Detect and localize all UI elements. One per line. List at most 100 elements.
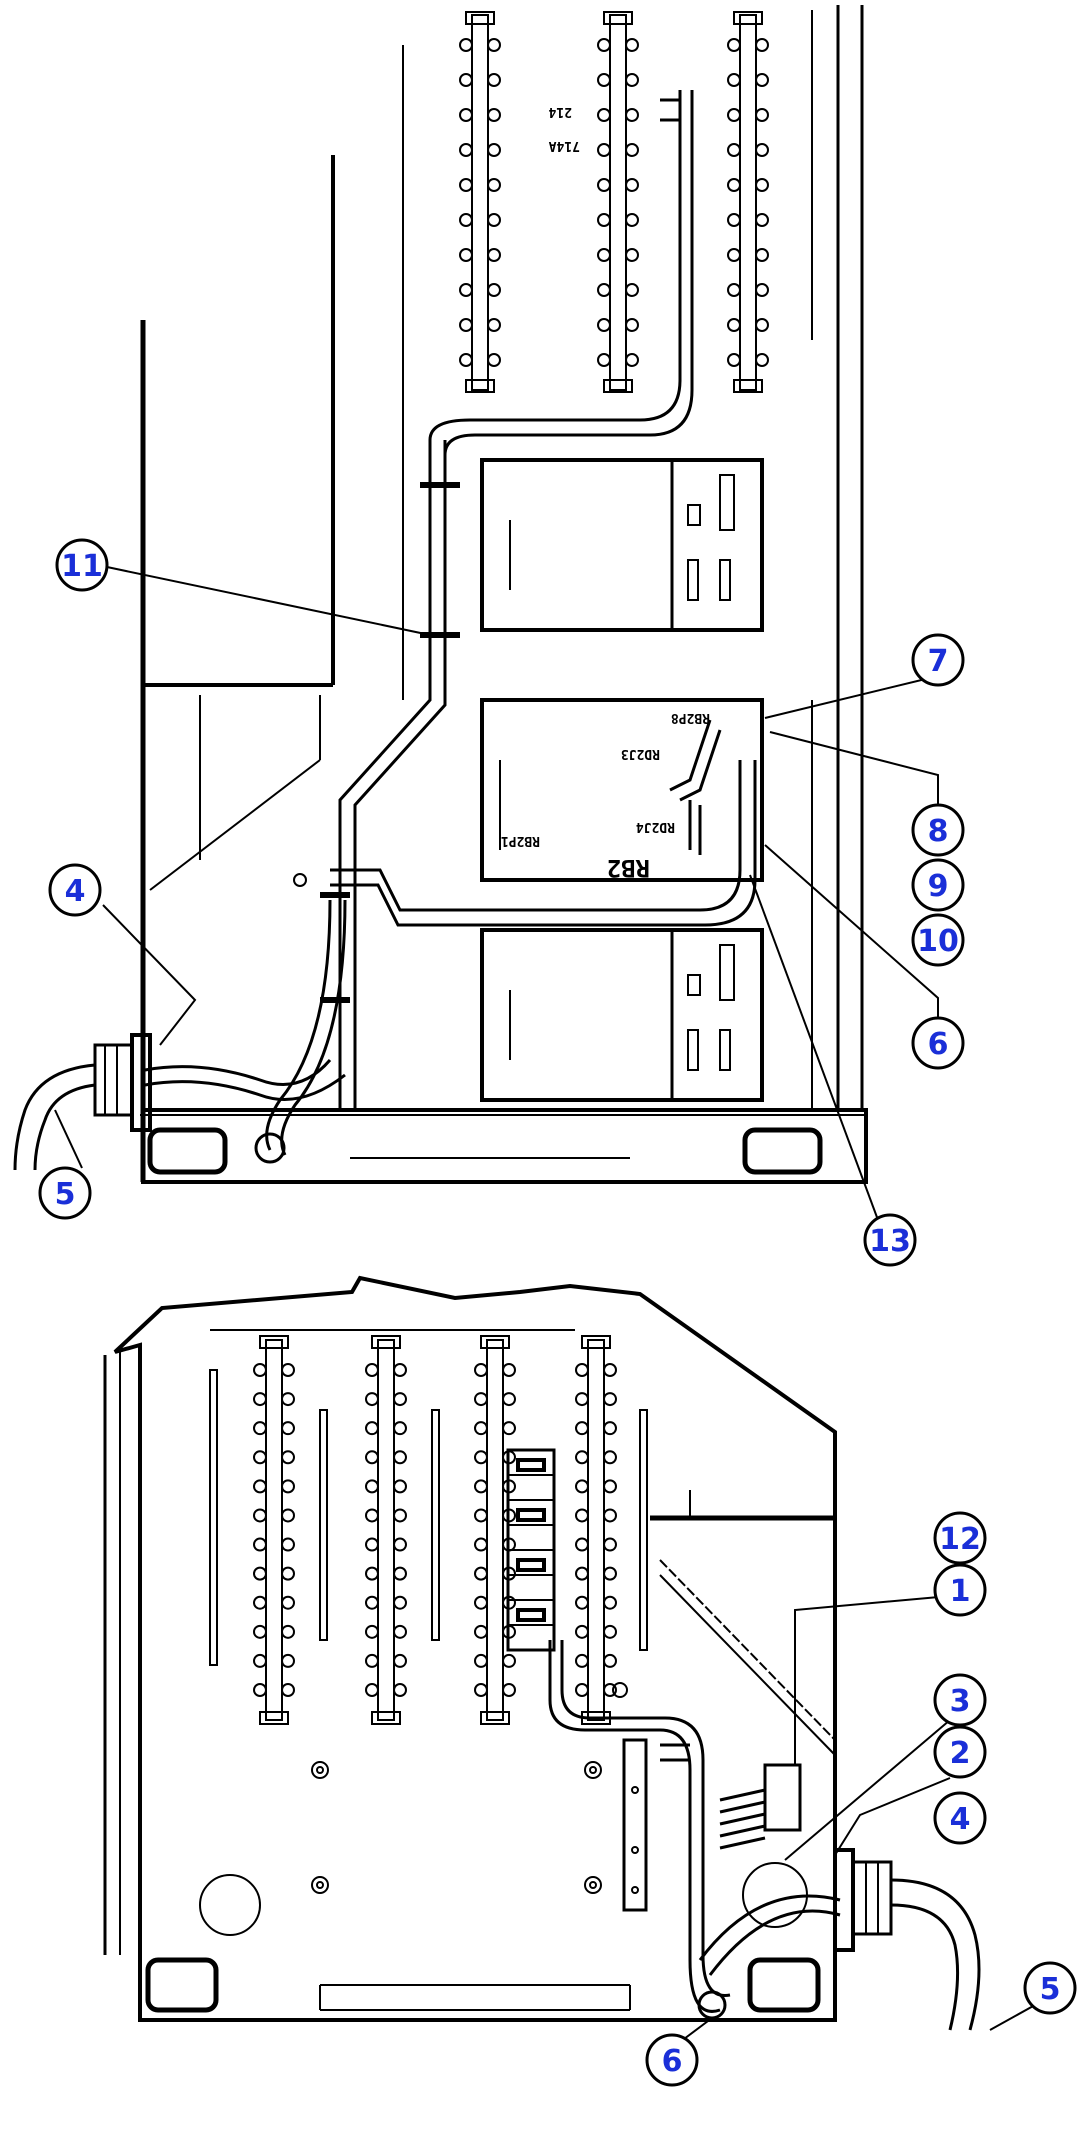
callout-1: 1 (933, 1563, 987, 1617)
lower-terminal-screws (253, 1363, 617, 1697)
terminal-screw (459, 38, 473, 52)
terminal-screw (625, 318, 639, 332)
lower-panel-outline (113, 1275, 837, 2022)
svg-text:3: 3 (950, 1684, 971, 1719)
terminal-screw (625, 108, 639, 122)
callouts-upper: 11 4 5 7 8 9 10 6 (38, 538, 965, 1267)
terminal-screw (487, 108, 501, 122)
relay-label-rb2p1: RB2P1 (501, 833, 540, 848)
terminal-screw (474, 1537, 488, 1552)
connector-label-rd2j3: RD2J3 (621, 746, 660, 761)
svg-text:5: 5 (55, 1177, 76, 1212)
terminal-screw (393, 1537, 407, 1552)
terminal-screw (603, 1450, 617, 1465)
svg-text:4: 4 (950, 1802, 971, 1837)
callout-12: 12 (933, 1511, 987, 1565)
lower-grommet (697, 1990, 727, 2020)
terminal-screw (393, 1363, 407, 1377)
terminal-screw (393, 1595, 407, 1610)
callout-9: 9 (911, 858, 965, 912)
terminal-screw (597, 213, 611, 227)
terminal-screw (393, 1653, 407, 1668)
connector-label-rd2j4: RD2J4 (636, 819, 675, 834)
terminal-screw (625, 178, 639, 192)
terminal-screw (281, 1392, 295, 1407)
terminal-screw (474, 1479, 488, 1494)
terminal-screw (253, 1479, 267, 1494)
terminal-screw (727, 143, 741, 157)
terminal-screw (727, 73, 741, 87)
terminal-screw (365, 1624, 379, 1639)
upper-terminal-screws (459, 38, 769, 367)
terminal-screw (575, 1479, 589, 1494)
terminal-screw (365, 1537, 379, 1552)
callout-4-lower: 4 (933, 1791, 987, 1845)
terminal-screw (474, 1508, 488, 1523)
terminal-screw (365, 1450, 379, 1465)
terminal-screw (393, 1508, 407, 1523)
terminal-screw (603, 1392, 617, 1407)
terminal-screw (487, 283, 501, 297)
relay-module-bottom (480, 928, 764, 1102)
upper-terminal-strip-1 (465, 11, 495, 393)
terminal-screw (281, 1363, 295, 1377)
terminal-screw (755, 318, 769, 332)
terminal-screw (625, 143, 639, 157)
terminal-screw (365, 1363, 379, 1377)
terminal-screw (253, 1421, 267, 1436)
callout-10: 10 (911, 913, 965, 967)
terminal-screw (459, 143, 473, 157)
terminal-screw (727, 108, 741, 122)
terminal-screw (474, 1392, 488, 1407)
terminal-screw (281, 1508, 295, 1523)
terminal-screw (253, 1595, 267, 1610)
terminal-screw (625, 283, 639, 297)
terminal-screw (365, 1479, 379, 1494)
terminal-screw (727, 283, 741, 297)
terminal-screw (281, 1653, 295, 1668)
terminal-screw (603, 1566, 617, 1581)
terminal-screw (474, 1566, 488, 1581)
terminal-screw (727, 318, 741, 332)
terminal-screw (253, 1683, 267, 1697)
callout-5-upper: 5 (38, 1166, 92, 1220)
terminal-screw (603, 1363, 617, 1377)
terminal-screw (727, 178, 741, 192)
callout-11: 11 (55, 538, 109, 592)
svg-text:9: 9 (928, 869, 949, 904)
callout-13: 13 (863, 1213, 917, 1267)
terminal-screw (393, 1421, 407, 1436)
terminal-screw (603, 1479, 617, 1494)
terminal-screw (459, 178, 473, 192)
svg-text:8: 8 (928, 814, 949, 849)
terminal-screw (281, 1624, 295, 1639)
terminal-screw (575, 1653, 589, 1668)
terminal-screw (755, 143, 769, 157)
terminal-screw (281, 1683, 295, 1697)
terminal-screw (487, 178, 501, 192)
terminal-screw (603, 1624, 617, 1639)
terminal-screw (253, 1566, 267, 1581)
terminal-screw (487, 353, 501, 367)
terminal-screw (487, 213, 501, 227)
svg-text:10: 10 (917, 924, 959, 959)
terminal-screw (474, 1624, 488, 1639)
terminal-screw (755, 38, 769, 52)
terminal-screw (365, 1653, 379, 1668)
terminal-screw (575, 1595, 589, 1610)
callout-7: 7 (911, 633, 965, 687)
terminal-screw (727, 38, 741, 52)
terminal-screw (502, 1479, 516, 1494)
terminal-screw (603, 1595, 617, 1610)
callout-4-upper: 4 (48, 863, 102, 917)
terminal-screw (575, 1537, 589, 1552)
terminal-screw (393, 1683, 407, 1697)
svg-text:5: 5 (1040, 1972, 1061, 2007)
lower-terminal-strip-2 (371, 1335, 401, 1725)
terminal-screw (459, 248, 473, 262)
terminal-screw (575, 1450, 589, 1465)
terminal-screw (365, 1595, 379, 1610)
terminal-screw (459, 353, 473, 367)
terminal-screw (474, 1421, 488, 1436)
terminal-screw (253, 1363, 267, 1377)
